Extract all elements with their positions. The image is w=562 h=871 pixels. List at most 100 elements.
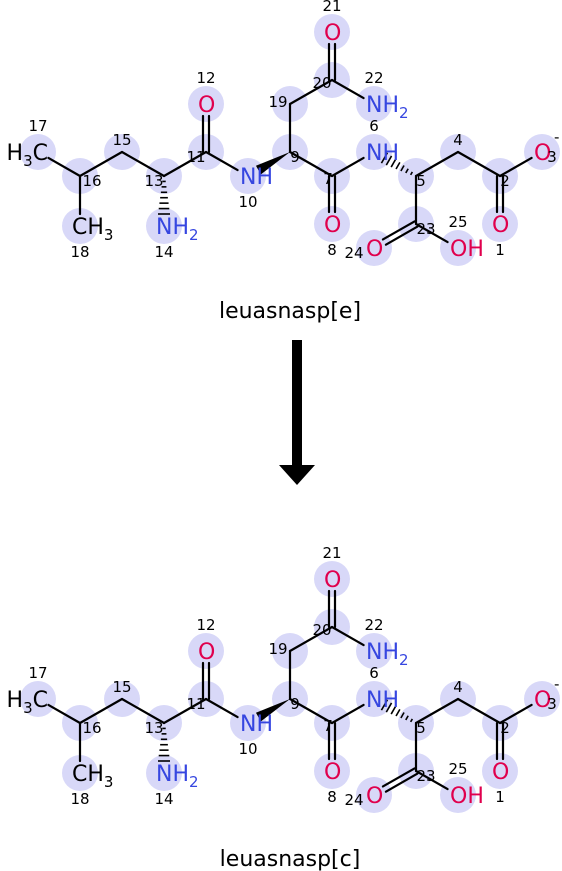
single-bond [78,697,124,725]
atom-number: 15 [112,131,131,149]
single-bond [288,78,334,106]
atom-number: 25 [448,760,467,778]
atom-symbol: NH [240,712,273,737]
single-bond [414,150,460,178]
atom-symbol: NH [240,165,273,190]
single-bond [456,697,502,725]
atom-highlight [188,633,224,669]
atom-number: 16 [82,172,101,190]
hash-bond [158,727,170,762]
atom-symbol: O [492,760,509,785]
atom-number: 17 [28,664,47,682]
single-bond [330,625,365,647]
single-bond [204,150,239,172]
atom-number: 7 [323,717,333,735]
hash-bond [380,152,414,176]
down-arrow-icon [279,340,315,485]
atom-symbol: O [534,688,551,713]
atom-symbol: NH2 [156,215,199,244]
atom-highlight [440,777,476,813]
atom-highlight [524,134,560,170]
hash-bond [380,699,414,723]
double-bond [384,225,419,246]
atom-number: 22 [364,616,383,634]
atom-number: 19 [268,640,287,658]
atom-symbol: OH [450,784,484,809]
single-bond [330,78,365,100]
atom-highlight [482,206,518,242]
double-bond [381,220,416,241]
atom-symbol: CH3 [72,762,113,791]
atom-symbol: O [198,640,215,665]
atom-number: 17 [28,117,47,135]
atom-symbol: O [324,568,341,593]
atom-number: 8 [327,241,337,259]
atom-number: 18 [70,790,89,808]
atom-number: 20 [312,621,331,639]
atom-symbol: O [324,21,341,46]
atom-number: 5 [416,719,426,737]
atom-highlight [62,208,98,244]
atom-number: 1 [495,788,505,806]
double-bond [384,772,419,793]
single-bond [330,156,365,178]
atom-symbol: NH2 [366,93,409,122]
atom-number: 4 [453,131,463,149]
atom-symbol: O [492,213,509,238]
atom-number: 21 [322,0,341,15]
atom-number: 21 [322,544,341,562]
atom-number: 1 [495,241,505,259]
atom-highlight [20,134,56,170]
atom-symbol: NH2 [366,640,409,669]
atom-number: 22 [364,69,383,87]
atom-number: 12 [196,69,215,87]
atom-number: 9 [290,695,300,713]
atom-number: 5 [416,172,426,190]
single-bond [288,697,334,725]
atom-highlight [482,753,518,789]
atom-symbol: OH [450,237,484,262]
atom-symbol: O [198,93,215,118]
atom-number: 15 [112,678,131,696]
single-bond [498,703,533,725]
atom-number: 13 [144,719,163,737]
atom-symbol: O [366,237,383,262]
atom-symbol: O [534,141,551,166]
atom-number: 20 [312,74,331,92]
single-bond [330,703,365,725]
atom-number: 23 [416,220,435,238]
atom-number: 25 [448,213,467,231]
atom-number: 18 [70,243,89,261]
reactant-name: leuasnasp[e] [219,299,361,324]
atom-number: 7 [323,170,333,188]
atom-number: 8 [327,788,337,806]
atom-highlight [62,755,98,791]
atom-highlight [314,753,350,789]
single-bond [120,150,166,178]
atom-number: 14 [154,790,173,808]
atom-highlight [146,208,182,244]
atom-number: 9 [290,148,300,166]
atom-highlight [314,14,350,50]
product-molecule: O12O-345NH67O89NH1011O1213NH2141516H3C17… [7,544,560,813]
atom-symbol: NH2 [156,762,199,791]
atom-number: 10 [238,193,257,211]
atom-number: 23 [416,767,435,785]
atom-number: 4 [453,678,463,696]
double-bond [381,767,416,788]
wedge-bond [255,152,290,175]
atom-number: 24 [344,791,363,809]
single-bond [120,697,166,725]
single-bond [47,703,82,725]
atom-symbol: NH [366,688,399,713]
single-bond [414,769,449,791]
reactant-molecule: O12O-345NH67O89NH1011O1213NH2141516H3C17… [7,0,560,266]
hash-bond [158,180,170,215]
atom-number: 3 [547,148,557,166]
atom-number: 16 [82,719,101,737]
atom-number: 10 [238,740,257,758]
atom-highlight [356,86,392,122]
single-bond [78,150,124,178]
atom-number: 11 [186,695,205,713]
atom-number: 13 [144,172,163,190]
